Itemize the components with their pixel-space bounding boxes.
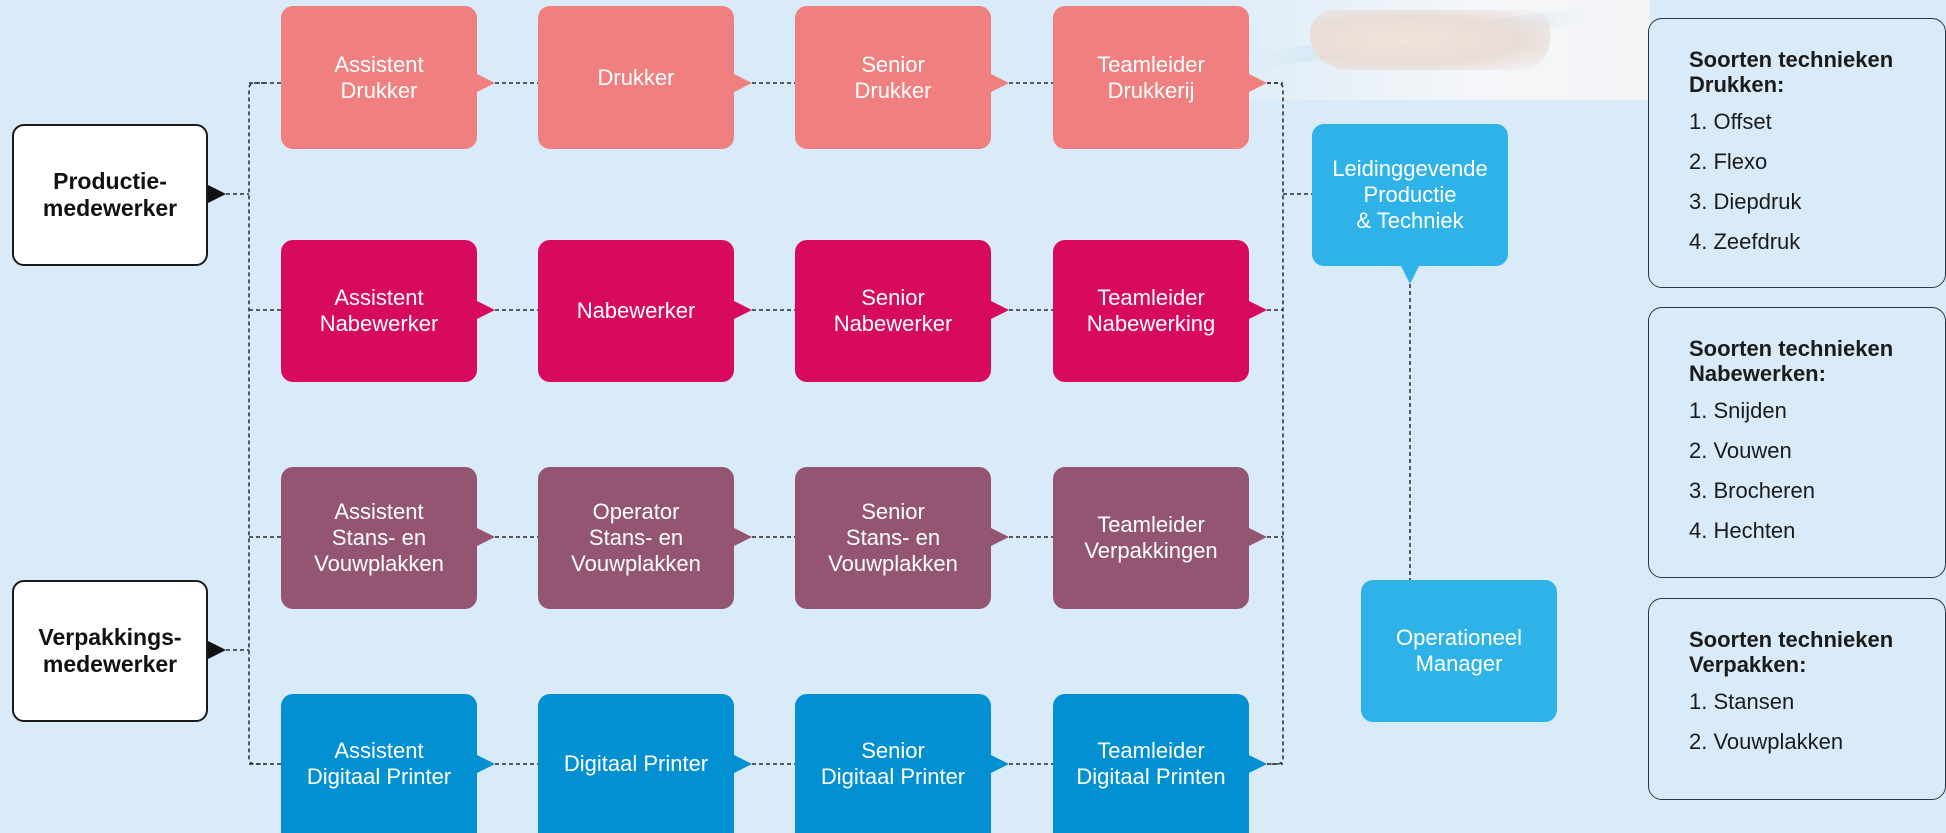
entry-verpakkings-arrow [208,641,226,659]
role-label: Drukker [597,64,675,90]
list-item: 1. Snijden [1689,398,1787,423]
role-leidinggevende-productie-techniek[interactable]: Leidinggevende Productie & Techniek [1312,124,1508,266]
role-operationeel-manager[interactable]: Operationeel Manager [1361,580,1557,722]
panel-technieken-verpakken: Soorten technieken Verpakken: 1. Stansen… [1648,598,1946,800]
entry-verpakkingsmedewerker-label: Verpakkings- medewerker [38,624,182,677]
row-arrow-tip [477,755,495,773]
row-arrow-tip [991,528,1009,546]
role-label: Assistent Nabewerker [319,285,439,336]
row-arrow-tip [1249,301,1267,319]
role-label: Nabewerker [576,298,696,323]
panel-title: Soorten technieken Drukken: [1689,47,1894,97]
role-label: Assistent Digitaal Printer [306,737,452,789]
list-item: 3. Brocheren [1689,478,1815,503]
role-label: Assistent Stans- en Vouwplakken [314,499,444,576]
row-arrow-tip [1249,528,1267,546]
row-arrow-tip [477,528,495,546]
role-label: Assistent Drukker [334,51,424,103]
entry-productiemedewerker-label: Productie- medewerker [42,168,178,221]
list-item: 1. Offset [1689,109,1772,134]
row-arrow-tip [477,74,495,92]
row-arrow-tip [991,301,1009,319]
row-arrow-tip [1249,74,1267,92]
role-senior-nabewerker[interactable]: Senior Nabewerker [795,240,991,382]
list-item: 2. Flexo [1689,149,1768,174]
list-item: 2. Vouwplakken [1689,729,1844,754]
row-arrow-tip [991,74,1009,92]
role-teamleider-nabewerking[interactable]: Teamleider Nabewerking [1053,240,1249,382]
list-item: 4. Zeefdruk [1689,229,1801,254]
header-photo [1190,0,1650,100]
role-label: Senior Digitaal Printer [820,737,966,789]
entry-verpakkingsmedewerker[interactable]: Verpakkings- medewerker [12,580,208,722]
role-assistent-digitaal-printer[interactable]: Assistent Digitaal Printer [281,694,477,833]
role-label: Digitaal Printer [563,750,709,776]
role-senior-drukker[interactable]: Senior Drukker [795,6,991,149]
leidinggevende-arrow [1401,266,1419,284]
right-trunk-line [1267,82,1284,765]
role-senior-digitaal-printer[interactable]: Senior Digitaal Printer [795,694,991,833]
role-label: Senior Stans- en Vouwplakken [828,499,958,576]
role-teamleider-digitaal-printen[interactable]: Teamleider Digitaal Printen [1053,694,1249,833]
list-item: 4. Hechten [1689,518,1796,543]
row-arrow-tip [477,301,495,319]
row-arrow-tip [734,74,752,92]
list-item: 3. Diepdruk [1689,189,1802,214]
row-arrow-tip [734,528,752,546]
panel-technieken-nabewerken: Soorten technieken Nabewerken: 1. Snijde… [1648,307,1946,578]
role-label: Teamleider Nabewerking [1086,285,1216,336]
role-assistent-stans-vouwplakken[interactable]: Assistent Stans- en Vouwplakken [281,467,477,609]
list-item: 1. Stansen [1689,689,1795,714]
role-label: Senior Nabewerker [833,285,953,336]
role-nabewerker[interactable]: Nabewerker [538,240,734,382]
role-label: Teamleider Verpakkingen [1084,512,1218,563]
left-trunk-line [248,82,265,765]
entry-productiemedewerker[interactable]: Productie- medewerker [12,124,208,266]
role-digitaal-printer[interactable]: Digitaal Printer [538,694,734,833]
role-senior-stans-vouwplakken[interactable]: Senior Stans- en Vouwplakken [795,467,991,609]
row-arrow-tip [734,755,752,773]
entry-productie-arrow [208,185,226,203]
role-teamleider-drukkerij[interactable]: Teamleider Drukkerij [1053,6,1249,149]
role-drukker[interactable]: Drukker [538,6,734,149]
role-teamleider-verpakkingen[interactable]: Teamleider Verpakkingen [1053,467,1249,609]
role-label: Operationeel Manager [1396,625,1522,676]
photo-hand [1310,10,1550,70]
panel-title: Soorten technieken Nabewerken: [1689,336,1894,386]
role-operator-stans-vouwplakken[interactable]: Operator Stans- en Vouwplakken [538,467,734,609]
panel-technieken-drukken: Soorten technieken Drukken: 1. Offset 2.… [1648,18,1946,288]
row-arrow-tip [1249,755,1267,773]
row-arrow-tip [734,301,752,319]
role-label: Leidinggevende Productie & Techniek [1332,156,1488,233]
row-arrow-tip [991,755,1009,773]
list-item: 2. Vouwen [1689,438,1792,463]
role-label: Operator Stans- en Vouwplakken [571,499,701,576]
role-assistent-drukker[interactable]: Assistent Drukker [281,6,477,149]
role-label: Teamleider Drukkerij [1097,51,1205,103]
role-label: Teamleider Digitaal Printen [1076,737,1226,789]
role-label: Senior Drukker [854,51,932,103]
role-assistent-nabewerker[interactable]: Assistent Nabewerker [281,240,477,382]
panel-title: Soorten technieken Verpakken: [1689,627,1894,677]
